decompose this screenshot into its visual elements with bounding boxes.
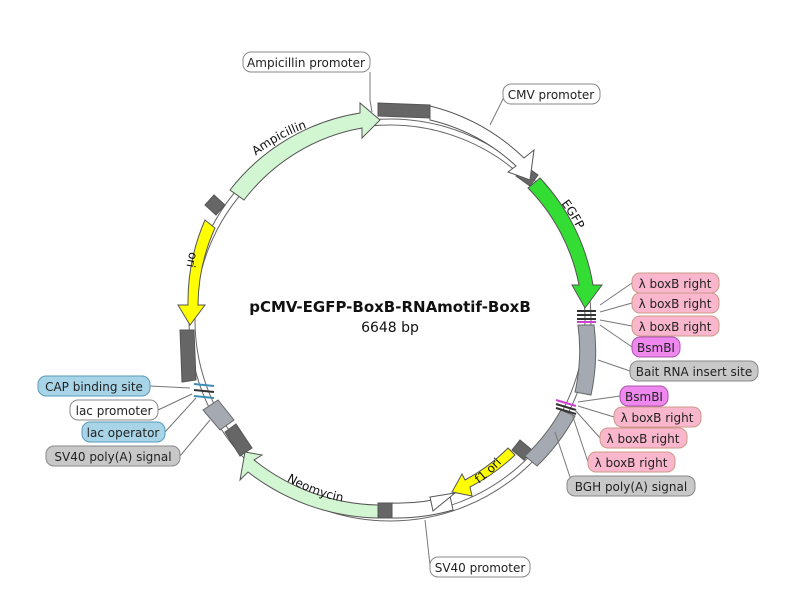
- sv40-promoter-head: [429, 492, 457, 512]
- ampicillin-arrow: [229, 101, 381, 201]
- neomycin-arrow: [239, 451, 379, 519]
- label-boxb-right-2: λ boxB right: [631, 292, 720, 314]
- svg-text:SV40 poly(A) signal: SV40 poly(A) signal: [54, 450, 171, 464]
- leader-lines: [149, 72, 633, 566]
- svg-text:λ boxB right: λ boxB right: [607, 432, 680, 446]
- svg-text:λ boxB right: λ boxB right: [639, 277, 712, 291]
- label-boxb-right-3: λ boxB right: [631, 315, 720, 337]
- label-cap-binding: CAP binding site: [37, 375, 151, 397]
- label-lac-operator: lac operator: [81, 421, 166, 443]
- label-cmv-promoter: CMV promoter: [502, 83, 601, 105]
- label-ampicillin-promoter: Ampicillin promoter: [242, 51, 371, 73]
- svg-text:λ boxB right: λ boxB right: [595, 456, 668, 470]
- plasmid-size: 6648 bp: [361, 320, 419, 336]
- label-bsmbi-1: BsmBI: [631, 336, 681, 358]
- label-bsmbi-2: BsmBI: [619, 385, 669, 407]
- svg-text:SV40 promoter: SV40 promoter: [435, 561, 526, 575]
- bgh-polya-region: [524, 409, 576, 467]
- label-boxb-right-6: λ boxB right: [587, 451, 676, 473]
- svg-text:CMV promoter: CMV promoter: [508, 88, 595, 102]
- svg-text:λ boxB right: λ boxB right: [639, 297, 712, 311]
- svg-text:BsmBI: BsmBI: [637, 341, 675, 355]
- f1-ori-arrow: [451, 447, 516, 497]
- svg-text:CAP binding site: CAP binding site: [45, 380, 143, 394]
- cmv-promoter-arrow: [429, 105, 535, 181]
- svg-text:lac operator: lac operator: [87, 426, 160, 440]
- label-bgh-polya: BGH poly(A) signal: [566, 475, 696, 497]
- boxb-ticks: [193, 310, 596, 415]
- svg-text:λ boxB right: λ boxB right: [639, 320, 712, 334]
- label-boxb-right-4: λ boxB right: [613, 406, 702, 428]
- label-lac-promoter: lac promoter: [69, 399, 159, 421]
- svg-text:λ boxB right: λ boxB right: [621, 411, 694, 425]
- label-boxb-right-1: λ boxB right: [631, 272, 720, 294]
- label-boxb-right-5: λ boxB right: [599, 427, 688, 449]
- bait-rna-region: [574, 324, 597, 396]
- svg-text:Ampicillin promoter: Ampicillin promoter: [247, 56, 365, 70]
- label-sv40-polya: SV40 poly(A) signal: [45, 445, 181, 467]
- egfp-arrow: [527, 177, 603, 309]
- ori-arrow: [177, 219, 216, 326]
- svg-text:lac promoter: lac promoter: [76, 404, 153, 418]
- feature-label-ori: ori: [183, 251, 200, 269]
- svg-text:BsmBI: BsmBI: [625, 390, 663, 404]
- label-bait-rna: Bait RNA insert site: [629, 360, 759, 382]
- plasmid-name: pCMV-EGFP-BoxB-RNAmotif-BoxB: [249, 298, 531, 316]
- label-sv40-promoter: SV40 promoter: [429, 556, 531, 578]
- sv40-polya-region: [202, 399, 235, 431]
- svg-text:BGH poly(A) signal: BGH poly(A) signal: [575, 480, 687, 494]
- svg-text:Bait RNA insert site: Bait RNA insert site: [636, 365, 752, 379]
